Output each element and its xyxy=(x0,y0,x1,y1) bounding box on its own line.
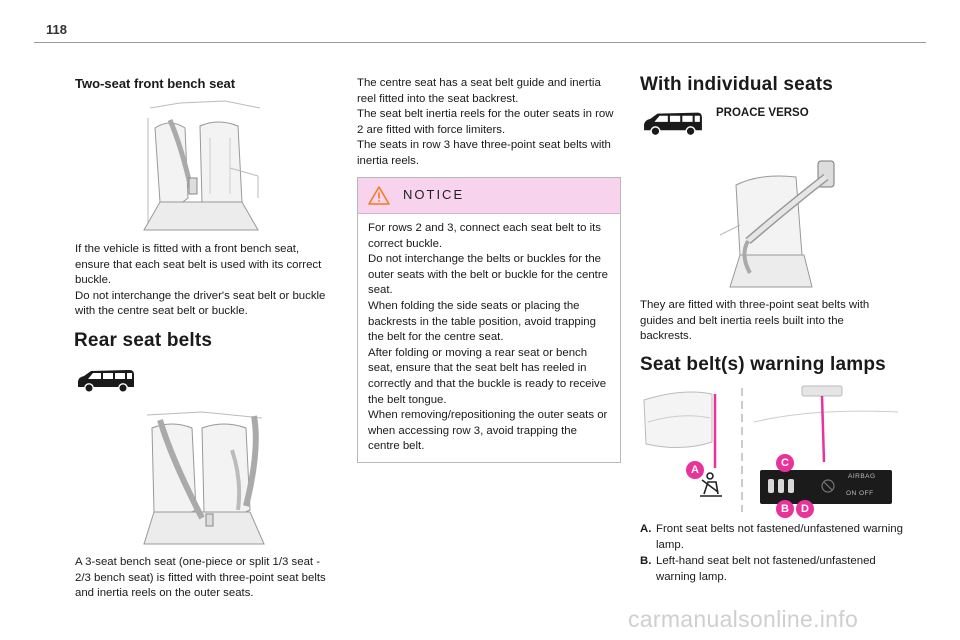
bench-para-1: If the vehicle is fitted with a front be… xyxy=(75,243,322,287)
heading-individual-seats: With individual seats xyxy=(640,74,834,95)
callout-a: A xyxy=(686,461,704,479)
legend-key-a: A. xyxy=(640,523,652,535)
callout-d: D xyxy=(796,500,814,518)
warning-lamps-illustration xyxy=(642,382,900,523)
notice-body: For rows 2 and 3, connect each seat belt… xyxy=(358,214,620,455)
heading-rear-seat-belts: Rear seat belts xyxy=(74,330,213,351)
page-number: 118 xyxy=(46,22,67,37)
legend-item-b: B. Left-hand seat belt not fastened/unfa… xyxy=(640,554,910,585)
header-divider xyxy=(34,42,926,43)
notice-para-1: For rows 2 and 3, connect each seat belt… xyxy=(368,222,602,250)
heading-two-seat-bench: Two-seat front bench seat xyxy=(75,76,236,91)
centre-seat-text: The centre seat has a seat belt guide an… xyxy=(357,76,619,170)
notice-para-4: After folding or moving a rear seat or b… xyxy=(368,346,607,406)
van-icon-proace xyxy=(642,110,704,143)
legend-text-b: Left-hand seat belt not fastened/unfaste… xyxy=(656,555,876,583)
lamp-legend: A. Front seat belts not fastened/unfaste… xyxy=(640,522,910,586)
legend-text-a: Front seat belts not fastened/unfastened… xyxy=(656,523,903,551)
rear-seat-text: A 3-seat bench seat (one-piece or split … xyxy=(75,556,326,600)
notice-header: NOTICE xyxy=(358,178,620,214)
individual-seat-illustration xyxy=(700,155,840,295)
legend-key-b: B. xyxy=(640,555,652,568)
callout-c: C xyxy=(776,454,794,472)
notice-para-5: When removing/repositioning the outer se… xyxy=(368,409,608,453)
watermark: carmanualsonline.info xyxy=(628,606,859,632)
panel-on-off-label: ON OFF xyxy=(846,490,874,497)
centre-para-1: The centre seat has a seat belt guide an… xyxy=(357,77,601,105)
heading-warning-lamps: Seat belt(s) warning lamps xyxy=(640,354,886,375)
centre-para-3: The seats in row 3 have three-point seat… xyxy=(357,139,611,167)
notice-para-3: When folding the side seats or placing t… xyxy=(368,299,596,344)
centre-para-2: The seat belt inertia reels for the oute… xyxy=(357,108,614,136)
van-icon xyxy=(76,368,136,399)
bench-para-2: Do not interchange the driver's seat bel… xyxy=(75,289,326,318)
rear-bench-seat-illustration xyxy=(142,410,268,550)
notice-para-2: Do not interchange the belts or buckles … xyxy=(368,253,608,297)
panel-airbag-label: AIRBAG xyxy=(848,473,876,480)
individual-seat-text: They are fitted with three-point seat be… xyxy=(640,299,870,343)
warning-triangle-icon xyxy=(368,186,390,210)
bench-seat-text: If the vehicle is fitted with a front be… xyxy=(75,242,337,320)
callout-b: B xyxy=(776,500,794,518)
legend-item-a: A. Front seat belts not fastened/unfaste… xyxy=(640,522,910,553)
front-bench-seat-illustration xyxy=(140,98,265,236)
model-label: PROACE VERSO xyxy=(716,107,809,119)
notice-box: NOTICE For rows 2 and 3, connect each se… xyxy=(357,177,621,463)
notice-title: NOTICE xyxy=(403,187,465,202)
